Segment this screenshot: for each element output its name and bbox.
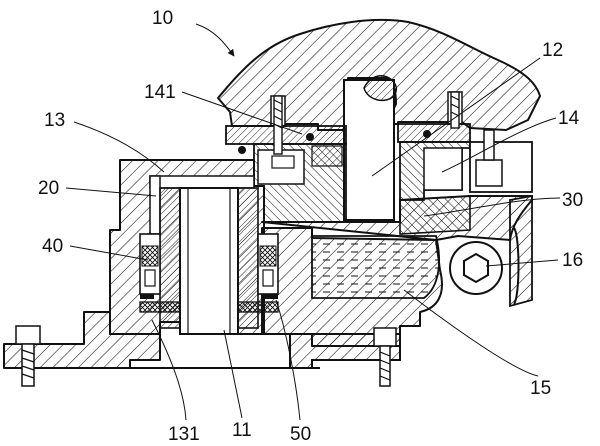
base-plate	[3, 311, 401, 369]
label-14: 14	[558, 108, 580, 129]
label-50: 50	[290, 424, 311, 445]
label-10: 10	[152, 8, 173, 29]
sleeve-20	[159, 187, 259, 329]
reference-labels: 10 12 141 13 14 20 30 40 16 15 131 11 50	[38, 8, 583, 445]
leader-lines	[65, 23, 561, 421]
inner-clamp-block	[253, 143, 347, 223]
bearing-50	[257, 233, 279, 295]
label-40: 40	[42, 236, 63, 257]
label-12: 12	[542, 40, 563, 61]
spindle-11	[179, 187, 239, 335]
label-15: 15	[530, 378, 551, 399]
assembly-arrow	[195, 23, 235, 57]
bolt-set-upper	[273, 91, 460, 155]
label-11: 11	[232, 420, 252, 441]
label-30: 30	[562, 190, 583, 211]
label-20: 20	[38, 178, 59, 199]
bolt-set-lower	[15, 325, 397, 387]
label-131: 131	[168, 424, 200, 445]
oil-chamber-15	[311, 235, 441, 299]
label-13: 13	[44, 110, 65, 131]
shaft-12	[343, 75, 397, 221]
bearing-40	[139, 233, 161, 295]
hex-plug-16	[449, 241, 503, 295]
label-141: 141	[144, 82, 176, 103]
label-16: 16	[562, 250, 583, 271]
